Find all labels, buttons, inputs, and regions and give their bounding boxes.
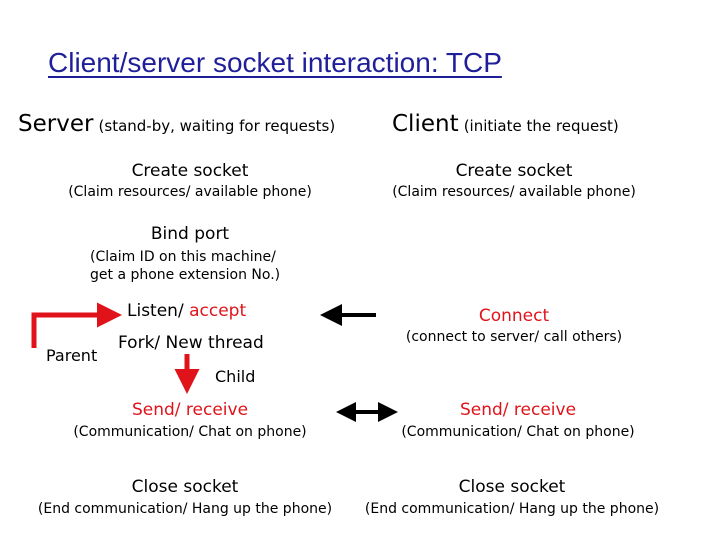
- server-bind-port: Bind port: [150, 224, 230, 244]
- server-close-socket-note: (End communication/ Hang up the phone): [37, 501, 333, 517]
- fork-loop-arrow: [31, 302, 122, 348]
- client-create-socket: Create socket: [455, 161, 573, 181]
- server-send-receive: Send/ receive: [131, 400, 249, 420]
- server-parent-label: Parent: [46, 346, 98, 365]
- client-header-label: Client: [392, 111, 459, 137]
- server-child-label: Child: [215, 367, 256, 386]
- client-header-note: (initiate the request): [463, 117, 619, 135]
- client-send-receive-note: (Communication/ Chat on phone): [401, 424, 635, 440]
- client-header: Client (initiate the request): [392, 111, 619, 137]
- client-send-receive: Send/ receive: [459, 400, 577, 420]
- client-close-socket: Close socket: [458, 477, 566, 497]
- client-connect: Connect: [478, 306, 550, 326]
- server-create-socket-note: (Claim resources/ available phone): [68, 184, 312, 200]
- server-create-socket: Create socket: [131, 161, 249, 181]
- server-header-label: Server: [18, 111, 94, 137]
- server-listen-label: Listen/: [127, 301, 190, 321]
- server-send-receive-note: (Communication/ Chat on phone): [73, 424, 307, 440]
- send-receive-arrow: [336, 402, 398, 422]
- client-close-socket-note: (End communication/ Hang up the phone): [364, 501, 660, 517]
- server-bind-port-note-2: get a phone extension No.): [90, 267, 281, 283]
- server-listen-accept: Listen/ accept: [127, 301, 246, 321]
- server-fork: Fork/ New thread: [118, 333, 264, 353]
- server-header-note: (stand-by, waiting for requests): [98, 117, 336, 135]
- page-title: Client/server socket interaction: TCP: [48, 47, 502, 78]
- server-bind-port-note-1: (Claim ID on this machine/: [90, 249, 276, 265]
- client-connect-note: (connect to server/ call others): [405, 329, 623, 345]
- server-close-socket: Close socket: [131, 477, 239, 497]
- server-accept-label: accept: [189, 301, 247, 321]
- client-create-socket-note: (Claim resources/ available phone): [392, 184, 636, 200]
- connect-arrow: [320, 304, 376, 326]
- server-header: Server (stand-by, waiting for requests): [18, 111, 335, 137]
